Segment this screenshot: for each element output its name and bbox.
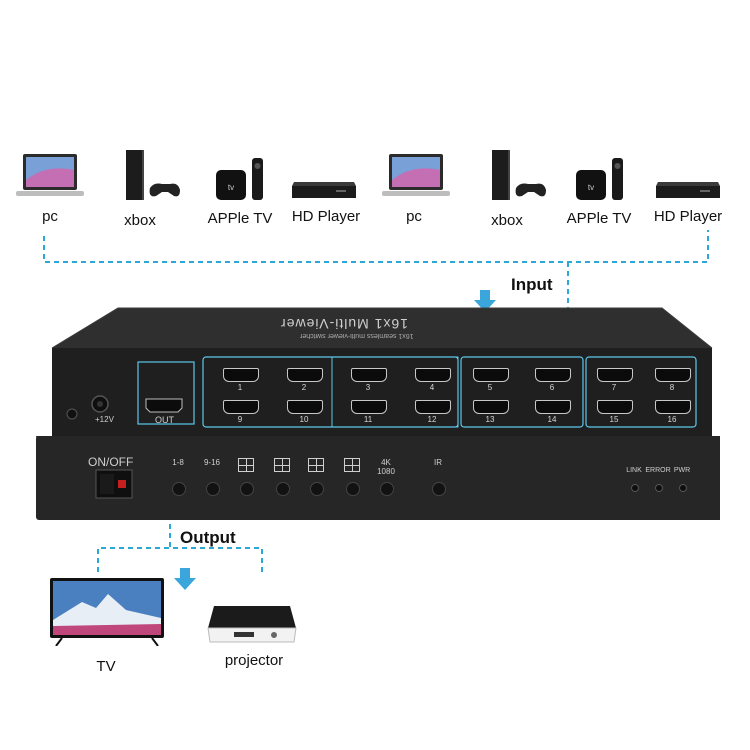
hdmi-port-7 xyxy=(597,368,633,382)
out-label: OUT xyxy=(155,415,174,425)
led-label: PWR xyxy=(673,467,691,474)
hdmi-port-11 xyxy=(351,400,387,414)
port-number: 11 xyxy=(363,415,373,424)
port-number: 10 xyxy=(299,415,309,424)
input-label: xbox xyxy=(491,212,523,229)
hdmi-port-2 xyxy=(287,368,323,382)
apple-tv-icon: tv xyxy=(574,158,626,202)
front-button[interactable] xyxy=(310,482,324,496)
input-label: HD Player xyxy=(291,208,361,225)
input-label: APPle TV xyxy=(207,210,273,227)
layout-mode-icon xyxy=(344,458,360,472)
layout-mode-icon xyxy=(274,458,290,472)
hdmi-port-9 xyxy=(223,400,259,414)
hdmi-port-3 xyxy=(351,368,387,382)
status-led xyxy=(655,484,663,492)
front-button-label: 1-8 xyxy=(172,458,184,467)
laptop-icon xyxy=(382,152,450,200)
input-arrow-icon xyxy=(474,290,496,312)
input-label: APPle TV xyxy=(566,210,632,227)
hd-player-icon xyxy=(654,180,722,202)
hdmi-port-1 xyxy=(223,368,259,382)
tv-icon xyxy=(48,576,166,646)
laptop-icon xyxy=(16,152,84,200)
port-number: 3 xyxy=(365,383,371,392)
input-label: pc xyxy=(406,208,422,225)
projector-icon xyxy=(204,598,300,646)
output-label: TV xyxy=(96,658,116,675)
status-led xyxy=(679,484,687,492)
port-number: 9 xyxy=(237,415,243,424)
game-console-icon xyxy=(488,148,548,204)
onoff-label: ON/OFF xyxy=(88,455,134,469)
port-number: 5 xyxy=(487,383,493,392)
port-number: 13 xyxy=(485,415,495,424)
output-heading: Output xyxy=(180,528,236,547)
hdmi-port-14 xyxy=(535,400,571,414)
front-button[interactable] xyxy=(346,482,360,496)
port-number: 7 xyxy=(611,383,617,392)
front-button[interactable] xyxy=(240,482,254,496)
front-button-label: IR xyxy=(434,458,442,467)
input-heading: Input xyxy=(511,275,553,294)
port-number: 6 xyxy=(549,383,555,392)
front-button[interactable] xyxy=(432,482,446,496)
device-subtext: 16x1 seamless multi-viewer switcher xyxy=(300,332,414,339)
hdmi-port-8 xyxy=(655,368,691,382)
svg-text:tv: tv xyxy=(588,183,594,192)
svg-text:tv: tv xyxy=(228,183,234,192)
front-button[interactable] xyxy=(172,482,186,496)
hdmi-port-10 xyxy=(287,400,323,414)
hdmi-port-5 xyxy=(473,368,509,382)
apple-tv-icon: tv xyxy=(214,158,266,202)
front-button[interactable] xyxy=(206,482,220,496)
hdmi-port-6 xyxy=(535,368,571,382)
port-number: 15 xyxy=(609,415,619,424)
layout-mode-icon xyxy=(308,458,324,472)
hdmi-port-4 xyxy=(415,368,451,382)
port-number: 2 xyxy=(301,383,307,392)
port-number: 1 xyxy=(237,383,243,392)
status-led xyxy=(631,484,639,492)
port-number: 16 xyxy=(667,415,677,424)
front-button[interactable] xyxy=(380,482,394,496)
input-label: xbox xyxy=(124,212,156,229)
port-number: 4 xyxy=(429,383,435,392)
output-arrow-icon xyxy=(174,568,196,590)
front-button-label: 4K 1080 xyxy=(377,458,395,476)
layout-mode-icon xyxy=(238,458,254,472)
hdmi-port-15 xyxy=(597,400,633,414)
led-label: ERROR xyxy=(645,467,671,474)
input-label: HD Player xyxy=(653,208,723,225)
hdmi-port-13 xyxy=(473,400,509,414)
input-label: pc xyxy=(42,208,58,225)
front-button[interactable] xyxy=(276,482,290,496)
device-model-text: 16x1 Multi-Viewer xyxy=(280,316,409,332)
port-number: 8 xyxy=(669,383,675,392)
port-number: 12 xyxy=(427,415,437,424)
power-label: +12V xyxy=(95,415,114,424)
hd-player-icon xyxy=(290,180,358,202)
hdmi-port-12 xyxy=(415,400,451,414)
output-label: projector xyxy=(224,652,284,669)
hdmi-port-16 xyxy=(655,400,691,414)
led-label: LINK xyxy=(626,467,642,474)
game-console-icon xyxy=(122,148,182,204)
port-number: 14 xyxy=(547,415,557,424)
front-button-label: 9-16 xyxy=(203,458,220,467)
